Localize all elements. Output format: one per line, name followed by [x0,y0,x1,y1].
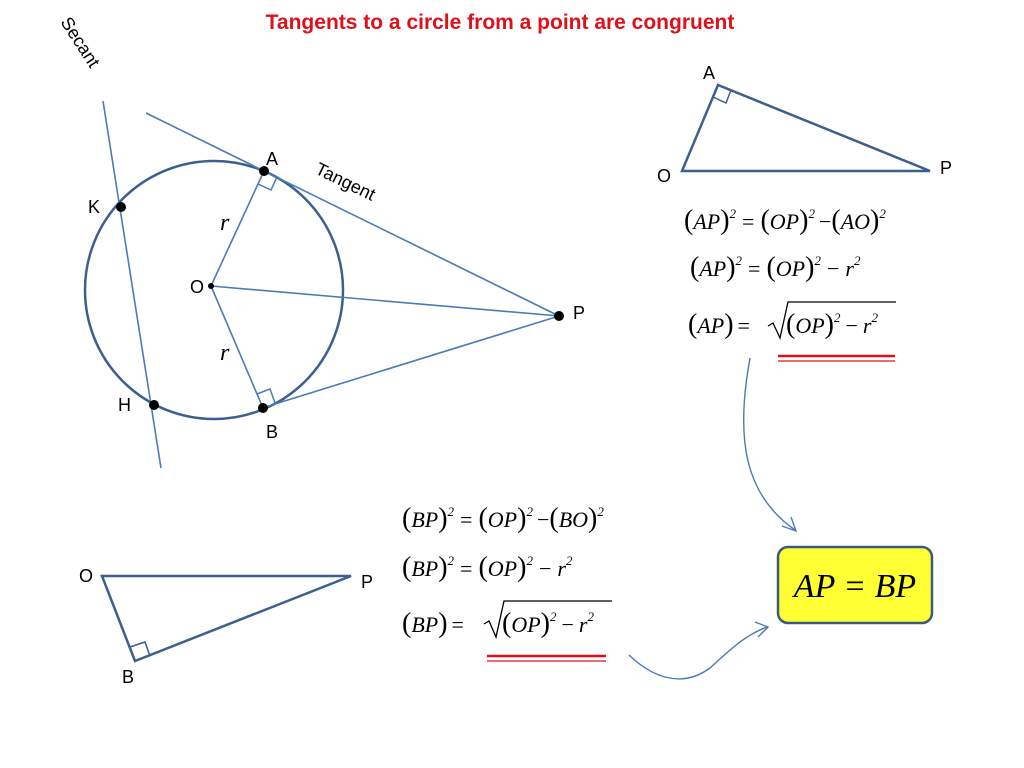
label-k: K [88,197,100,217]
label-b: B [266,422,278,442]
label-p: P [573,303,585,323]
radius-label-top: r [220,210,230,236]
svg-text:(AP)=: (AP)= [688,309,750,340]
tri-bottom-label-p: P [361,572,373,592]
conclusion-text: AP = BP [792,568,916,605]
arrow-ap-to-conclusion [742,357,796,531]
tri-bottom-label-b: B [122,667,134,687]
tangent-line-b [261,315,560,409]
equation-bp-1: (BP)2=(OP)2−(BO)2 [402,503,604,534]
right-angle-mark-b [256,388,276,404]
triangle-aop [680,83,931,173]
equation-ap-3: (AP)= (OP)2−r2 [688,301,896,341]
equation-ap-2: (AP)2=(OP)2−r2 [690,252,861,283]
svg-text:(BP)2=(OP)2−(BO)2: (BP)2=(OP)2−(BO)2 [402,503,604,534]
point-o [208,283,214,289]
point-k [116,202,126,212]
circle [83,159,345,421]
radius-ob [210,285,264,409]
tangent-label: Tangent [312,159,378,205]
tri-bottom-label-o: O [79,566,93,586]
point-a [259,166,269,176]
sqrt-sign-bp [483,600,612,640]
tangent-line-a [145,112,560,317]
point-b [258,403,268,413]
tri-top-label-p: P [940,158,952,178]
tri-top-label-a: A [703,63,715,83]
equation-bp-2: (BP)2=(OP)2−r2 [402,552,573,583]
svg-text:(BP)=: (BP)= [402,608,464,639]
triangle-opb [100,574,352,663]
page-title: Tangents to a circle from a point are co… [266,11,735,34]
svg-text:(OP)2−r2: (OP)2−r2 [786,309,878,340]
svg-text:(AP)2=(OP)2−r2: (AP)2=(OP)2−r2 [690,252,861,283]
point-p [554,311,564,321]
secant-line [102,100,162,469]
sqrt-sign-ap [767,301,896,341]
svg-text:(BP)2=(OP)2−r2: (BP)2=(OP)2−r2 [402,552,573,583]
arrowhead-ap [781,516,798,533]
label-o: O [190,277,204,297]
arrowhead-bp [754,621,770,638]
right-angle-mark-tri-b [129,641,151,657]
point-h [149,400,159,410]
right-angle-mark-a [257,176,278,191]
secant-label: Secant [57,13,104,71]
right-angle-mark-tri-a [712,89,732,105]
label-h: H [118,395,131,415]
tri-top-label-o: O [657,166,671,186]
radius-oa [210,170,265,287]
conclusion-box [776,545,934,625]
label-a: A [266,149,278,169]
equation-bp-3: (BP)= (OP)2−r2 [402,600,612,640]
svg-text:(AP)2=(OP)2−(AO)2: (AP)2=(OP)2−(AO)2 [684,205,886,236]
segment-op [210,285,560,317]
arrow-bp-to-conclusion [628,626,768,680]
equation-ap-1: (AP)2=(OP)2−(AO)2 [684,205,886,236]
svg-text:(OP)2−r2: (OP)2−r2 [502,608,594,639]
radius-label-bottom: r [220,340,230,366]
